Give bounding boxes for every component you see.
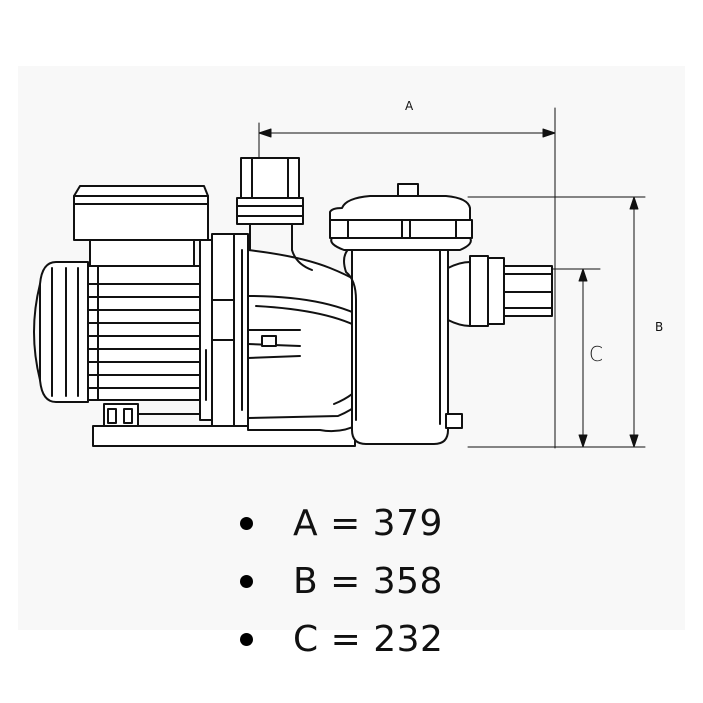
dimension-c-label: C bbox=[589, 342, 603, 366]
bullet-icon bbox=[240, 516, 253, 530]
discharge-port bbox=[236, 157, 313, 271]
bullet-icon bbox=[240, 574, 253, 588]
spec-a-text: A = 379 bbox=[293, 502, 443, 544]
suction-port bbox=[447, 255, 553, 327]
spec-item-b: B = 358 bbox=[236, 552, 536, 610]
dimension-b-label: B bbox=[655, 320, 663, 334]
spec-item-c: C = 232 bbox=[236, 610, 536, 668]
motor-flange bbox=[199, 233, 249, 427]
motor-fan-cover bbox=[33, 261, 89, 403]
dimension-c: C bbox=[552, 268, 603, 448]
spec-item-a: A = 379 bbox=[236, 494, 536, 552]
dimension-b: B bbox=[467, 196, 663, 448]
dimension-a-label: A bbox=[405, 99, 414, 113]
dimension-spec-list: A = 379 B = 358 C = 232 bbox=[236, 494, 536, 668]
terminal-box bbox=[73, 185, 209, 267]
bullet-icon bbox=[240, 632, 253, 646]
spec-c-text: C = 232 bbox=[293, 618, 444, 660]
motor-body bbox=[87, 251, 213, 401]
dimension-a: A bbox=[258, 99, 556, 449]
strainer-lid bbox=[329, 183, 473, 251]
spec-b-text: B = 358 bbox=[293, 560, 443, 602]
strainer-housing bbox=[343, 239, 463, 445]
